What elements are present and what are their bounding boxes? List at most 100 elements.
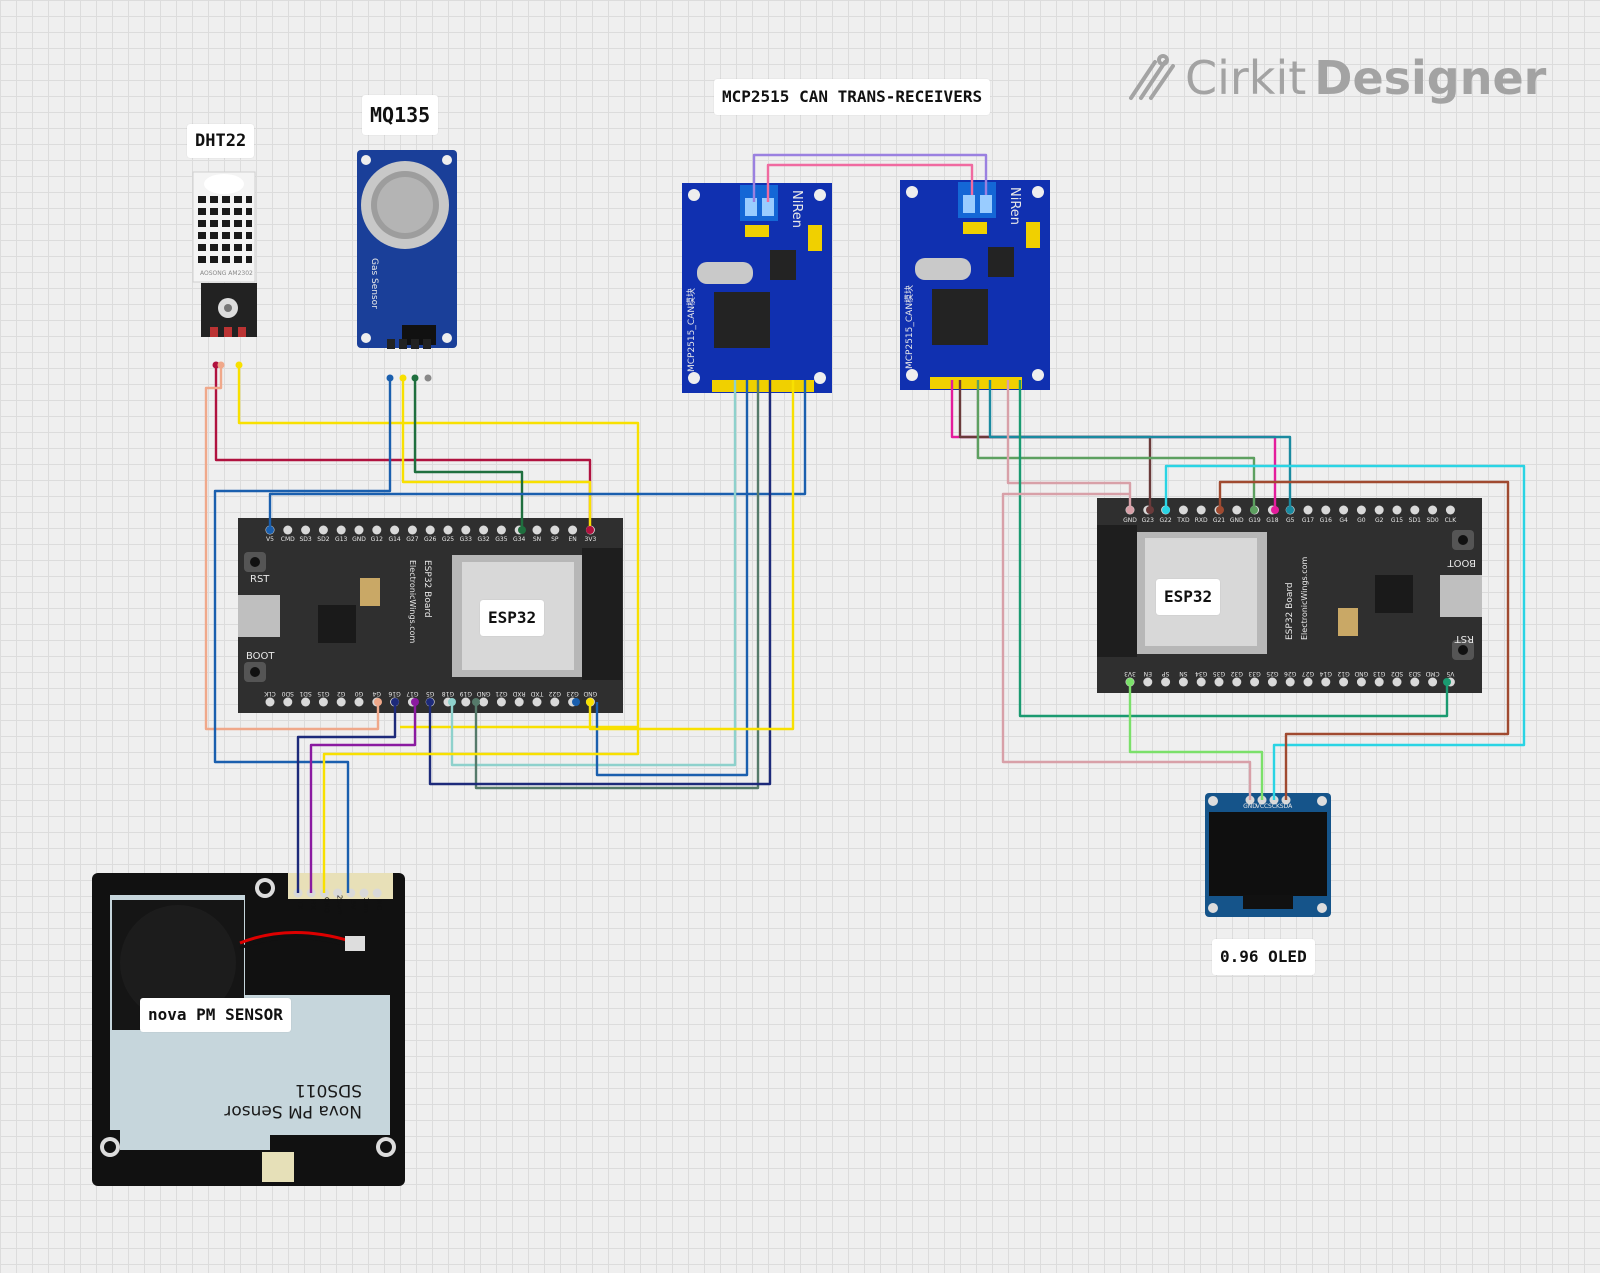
nova-pin-1um[interactable]	[359, 888, 369, 898]
esp32-right-pin-g13[interactable]	[1374, 677, 1384, 687]
esp32-right-pin-g25[interactable]	[1267, 677, 1277, 687]
esp32-left-pin-sn[interactable]	[532, 525, 542, 535]
esp32-right-pin-label: G17	[1302, 517, 1314, 524]
wire-mcp-si	[595, 380, 749, 777]
nova-pin-nc[interactable]	[372, 888, 382, 898]
esp32-left-pin-clk[interactable]	[265, 697, 275, 707]
esp32-right-pin-label: G4	[1339, 517, 1348, 524]
mcp2515-module-left[interactable]: NiRen MCP2515_CAN模块	[682, 183, 832, 393]
esp32-right-pin-gnd[interactable]	[1356, 677, 1366, 687]
esp32-left-pin-sd2[interactable]	[318, 525, 328, 535]
esp32-left-pin-g0[interactable]	[354, 697, 364, 707]
esp32-right-pin-g32[interactable]	[1232, 677, 1242, 687]
esp32-right-pin-sp[interactable]	[1161, 677, 1171, 687]
esp32-right-pin-g14[interactable]	[1321, 677, 1331, 687]
esp32-left-pin-g13[interactable]	[336, 525, 346, 535]
nova-pin-label: 25um	[336, 895, 344, 915]
esp32-right-pin-label: G5	[1286, 517, 1295, 524]
esp32-left-pin-label: CLK	[263, 690, 276, 697]
dht22-sensor[interactable]: AOSONG AM2302	[192, 171, 257, 337]
esp32-left-pin-en[interactable]	[568, 525, 578, 535]
esp32-right-pin-label: G27	[1302, 670, 1314, 677]
esp32-right-pin-sd3[interactable]	[1410, 677, 1420, 687]
esp32-right-pin-g12[interactable]	[1339, 677, 1349, 687]
label-mcp2515: MCP2515 CAN TRANS-RECEIVERS	[714, 79, 991, 115]
esp32-left-pin-sd3[interactable]	[301, 525, 311, 535]
esp32-right-pin-sd0[interactable]	[1428, 505, 1438, 515]
nova-pin-label: 5V	[349, 900, 357, 909]
esp32-left-pin-g2[interactable]	[336, 697, 346, 707]
esp32-left-pin-cmd[interactable]	[283, 525, 293, 535]
esp32-left-pin-g12[interactable]	[372, 525, 382, 535]
nova-silk-model: SDS011	[295, 1080, 362, 1100]
esp32-right-pin-sd1[interactable]	[1410, 505, 1420, 515]
label-dht22: DHT22	[187, 124, 255, 158]
esp32-left-pin-g22[interactable]	[550, 697, 560, 707]
label-nova: nova PM SENSOR	[140, 998, 291, 1032]
esp32-left-pin-g26[interactable]	[425, 525, 435, 535]
esp32-right-pin-rxd[interactable]	[1196, 505, 1206, 515]
esp32-right-pin-en[interactable]	[1143, 677, 1153, 687]
esp32-right-pin-label: TXD	[1176, 517, 1190, 524]
esp32-right-pin-g0[interactable]	[1356, 505, 1366, 515]
esp32-right-pin-g15[interactable]	[1392, 505, 1402, 515]
esp32-left-pin-label: G0	[355, 690, 364, 697]
mq135-silk-label: Gas Sensor	[369, 258, 379, 309]
esp32-left-pin-label: G19	[459, 690, 471, 697]
esp32-right-pin-label: G19	[1248, 517, 1260, 524]
esp32-right-pin-g26[interactable]	[1285, 677, 1295, 687]
esp32-right-pin-sn[interactable]	[1178, 677, 1188, 687]
esp32-left-pin-gnd[interactable]	[479, 697, 489, 707]
esp32-right-pin-label: G33	[1248, 670, 1260, 677]
esp32-right-pin-g16[interactable]	[1321, 505, 1331, 515]
esp32-right-pin-g17[interactable]	[1303, 505, 1313, 515]
mcp2515-module-right[interactable]: NiRen MCP2515_CAN模块	[900, 180, 1050, 390]
esp32-left-pin-g15[interactable]	[318, 697, 328, 707]
esp32-right-pin-label: SD0	[1426, 517, 1438, 524]
esp32-left-pin-txd[interactable]	[532, 697, 542, 707]
esp32-left-pin-sp[interactable]	[550, 525, 560, 535]
esp32-right-pin-cmd[interactable]	[1428, 677, 1438, 687]
esp32-board-left[interactable]: RST BOOT ESP32 Board ElectronicWings.com…	[238, 518, 623, 713]
esp32-right-pin-g27[interactable]	[1303, 677, 1313, 687]
esp32-left-pin-gnd[interactable]	[354, 525, 364, 535]
esp32-left-pin-g14[interactable]	[390, 525, 400, 535]
esp32-right-pin-sd2[interactable]	[1392, 677, 1402, 687]
mcp-left-silk-name: MCP2515_CAN模块	[685, 288, 697, 372]
esp32-left-boot-label: BOOT	[246, 651, 275, 662]
esp32-right-pin-label: G13	[1373, 670, 1385, 677]
esp32-left-pin-g21[interactable]	[496, 697, 506, 707]
esp32-right-pin-label: EN	[1144, 670, 1152, 677]
esp32-right-pin-g4[interactable]	[1339, 505, 1349, 515]
esp32-right-pin-label: SN	[1179, 670, 1187, 677]
esp32-right-pin-gnd[interactable]	[1232, 505, 1242, 515]
esp32-right-pin-g34[interactable]	[1196, 677, 1206, 687]
mcp-right-silk-brand: NiRen	[1007, 187, 1022, 225]
esp32-left-pin-g25[interactable]	[443, 525, 453, 535]
esp32-left-silk-site: ElectronicWings.com	[408, 560, 417, 644]
esp32-left-pin-sd0[interactable]	[283, 697, 293, 707]
esp32-left-pin-rxd[interactable]	[514, 697, 524, 707]
esp32-left-pin-label: G22	[548, 690, 560, 697]
wire-oled-scl	[1164, 464, 1526, 800]
wire-endpoints	[212, 361, 1451, 706]
esp32-left-pin-g19[interactable]	[461, 697, 471, 707]
esp32-left-pin-g35[interactable]	[496, 525, 506, 535]
esp32-right-pin-g2[interactable]	[1374, 505, 1384, 515]
esp32-left-pin-label: G12	[371, 536, 383, 543]
esp32-left-pin-g32[interactable]	[479, 525, 489, 535]
esp32-right-pin-txd[interactable]	[1178, 505, 1188, 515]
esp32-right-pin-clk[interactable]	[1445, 505, 1455, 515]
esp32-left-pin-sd1[interactable]	[301, 697, 311, 707]
esp32-left-pin-label: G2	[337, 690, 346, 697]
nova-pin-25um[interactable]	[333, 888, 343, 898]
esp32-right-pin-g35[interactable]	[1214, 677, 1224, 687]
esp32-board-right[interactable]: BOOT RST ESP32 Board ElectronicWings.com…	[1097, 498, 1482, 693]
esp32-left-pin-g27[interactable]	[407, 525, 417, 535]
esp32-right-pin-g33[interactable]	[1250, 677, 1260, 687]
cirkit-designer-logo: Cirkit Designer	[1125, 48, 1565, 108]
esp32-left-pin-label: GND	[476, 690, 490, 697]
esp32-left-pin-g33[interactable]	[461, 525, 471, 535]
mq135-sensor[interactable]: Gas Sensor	[357, 150, 457, 349]
